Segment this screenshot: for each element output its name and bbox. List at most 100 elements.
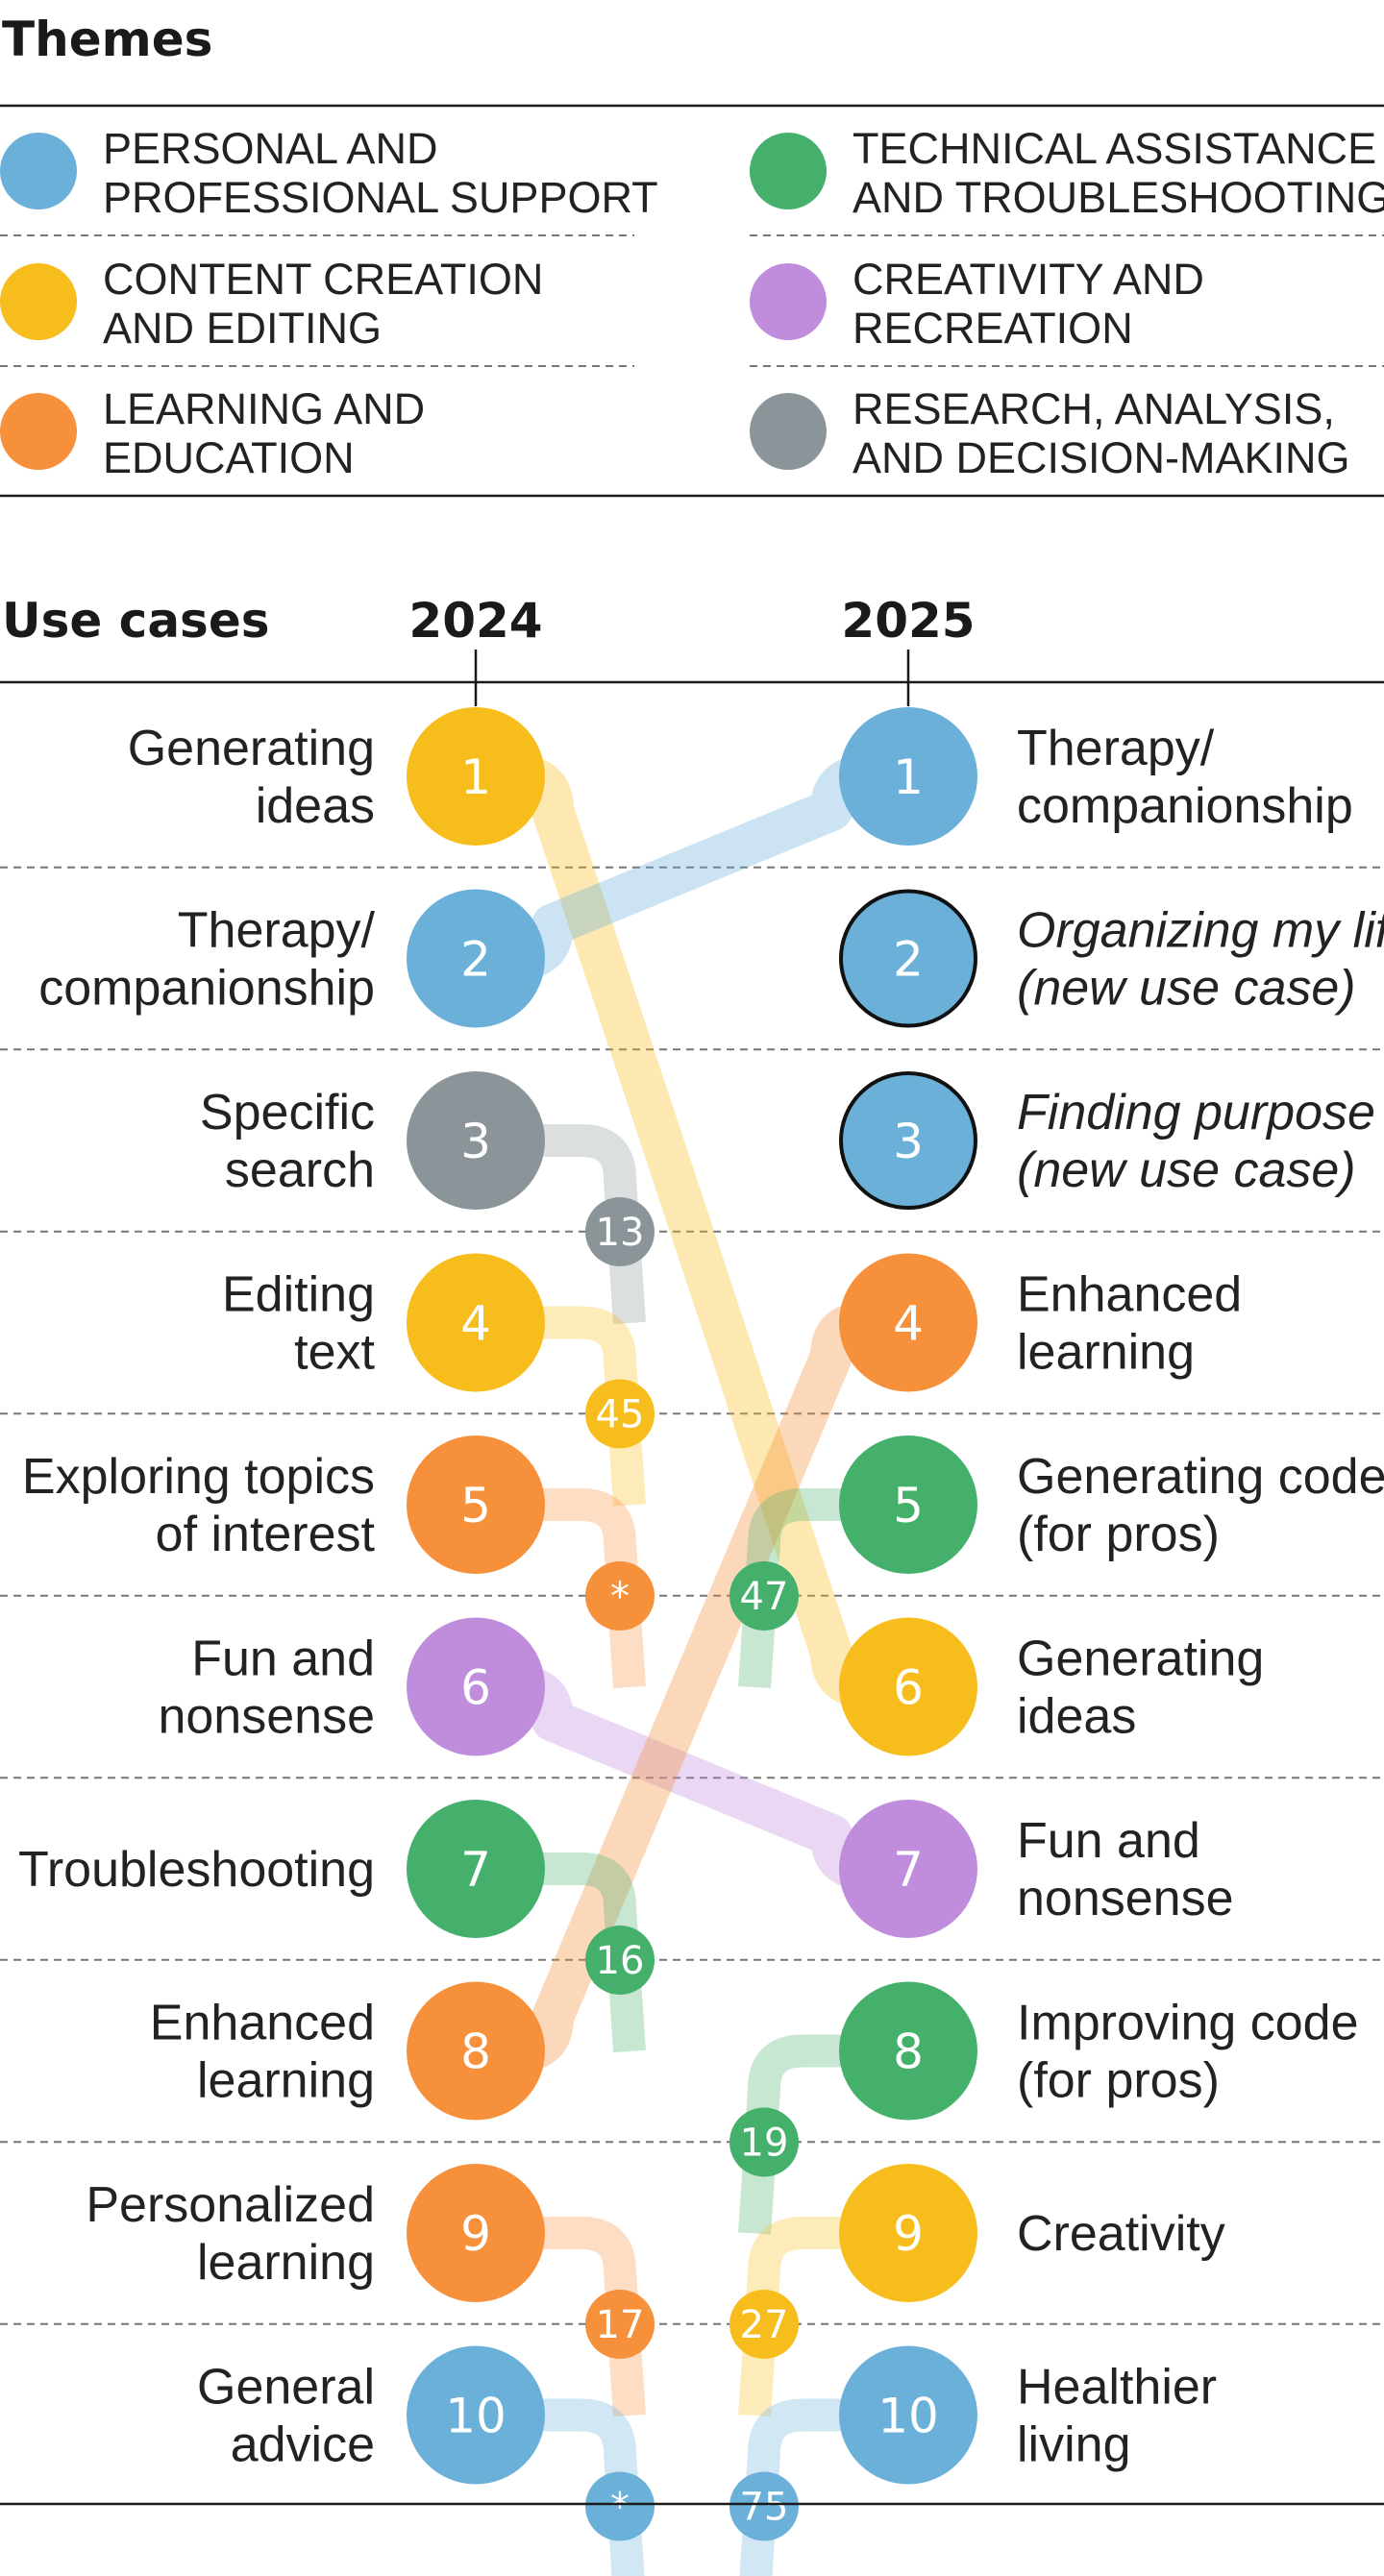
left-rank-circle: [407, 1071, 545, 1210]
off-chart-rank-value: 13: [596, 1211, 645, 1255]
left-rank-marker: 3: [407, 1071, 545, 1210]
left-use-case-label: learning: [197, 2235, 375, 2291]
left-rank-circle: [407, 1617, 545, 1756]
theme-swatch-icon: [750, 263, 827, 340]
off-chart-rank-marker: *: [585, 1561, 655, 1631]
legend-label: AND TROUBLESHOOTING: [853, 173, 1384, 222]
off-chart-rank-marker: 27: [729, 2290, 799, 2359]
left-rank-circle: [407, 1981, 545, 2121]
left-rank-marker: 10: [407, 2345, 545, 2485]
right-rank-marker: 4: [839, 1253, 977, 1392]
left-use-case-label: companionship: [38, 961, 375, 1017]
right-rank-marker: 6: [839, 1617, 977, 1756]
left-use-case-label: Enhanced: [150, 1996, 375, 2051]
off-chart-rank-circle: [585, 2290, 655, 2359]
off-chart-rank-circle: [729, 2471, 799, 2541]
left-rank-marker: 7: [407, 1800, 545, 1938]
left-use-case-label: Personalized: [86, 2177, 375, 2233]
dropped-flow-line: [476, 2398, 645, 2576]
left-use-case-label: search: [225, 1142, 375, 1198]
off-chart-rank-value: 45: [596, 1393, 645, 1437]
legend-label: RECREATION: [853, 304, 1133, 353]
legend-label: EDUCATION: [103, 433, 355, 482]
dropped-flow-line: [476, 1488, 646, 1689]
left-rank-number: 10: [445, 2389, 507, 2444]
left-use-case-label: nonsense: [158, 1689, 375, 1745]
use-case-labels: GeneratingideasTherapy/companionshipSpec…: [18, 721, 1384, 2473]
legend-label: CREATIVITY AND: [853, 255, 1204, 304]
right-rank-circle: [839, 2345, 977, 2485]
right-use-case-label: Generating code: [1017, 1449, 1384, 1505]
right-rank-number: 10: [877, 2389, 939, 2444]
right-rank-number: 3: [893, 1114, 924, 1169]
right-use-case-label: ideas: [1017, 1689, 1136, 1745]
right-use-case-label: (new use case): [1017, 1142, 1356, 1198]
left-rank-number: 3: [460, 1114, 491, 1169]
legend-label: CONTENT CREATION: [103, 255, 543, 304]
left-rank-circle: [407, 1435, 545, 1574]
right-rank-circle: [839, 707, 977, 846]
right-use-case-label: nonsense: [1017, 1871, 1234, 1926]
left-use-case-label: of interest: [156, 1507, 376, 1562]
left-use-case-label: text: [294, 1325, 375, 1381]
dropped-flow-line: [476, 1306, 646, 1507]
year-2024-label: 2024: [408, 593, 542, 649]
off-chart-rank-circle: [729, 2107, 799, 2177]
legend-label: AND EDITING: [103, 304, 382, 353]
left-use-case-label: General: [197, 2360, 375, 2416]
right-rank-marker: 7: [839, 1800, 977, 1938]
off-chart-rank-circle: [585, 1561, 655, 1631]
right-use-case-label: learning: [1017, 1325, 1195, 1381]
right-rank-marker: 9: [839, 2164, 977, 2302]
year-2025-label: 2025: [841, 593, 975, 649]
use-cases-title: Use cases: [2, 593, 270, 649]
left-rank-number: 6: [460, 1660, 491, 1716]
right-rank-number: 5: [893, 1478, 924, 1533]
off-chart-rank-value: *: [610, 2486, 630, 2530]
left-rank-number: 5: [460, 1478, 491, 1533]
off-chart-rank-value: *: [610, 1575, 630, 1619]
right-rank-circle: [839, 1435, 977, 1574]
left-rank-marker: 5: [407, 1435, 545, 1574]
right-rank-circle: [839, 1981, 977, 2121]
legend-item: RESEARCH, ANALYSIS,AND DECISION-MAKING: [750, 384, 1350, 482]
right-rank-marker: 1: [839, 707, 977, 846]
left-rank-number: 1: [460, 749, 491, 805]
left-use-case-label: advice: [231, 2417, 375, 2473]
off-chart-rank-marker: 13: [585, 1197, 655, 1266]
right-use-case-label: Improving code: [1017, 1996, 1359, 2051]
left-rank-circle: [407, 1253, 545, 1392]
theme-swatch-icon: [0, 133, 77, 209]
row-separators: [0, 866, 1384, 2325]
right-rank-number: 4: [893, 1296, 924, 1352]
left-rank-marker: 8: [407, 1981, 545, 2121]
right-use-case-label: Generating: [1017, 1631, 1264, 1687]
left-use-case-label: Editing: [222, 1267, 375, 1323]
left-use-case-label: Troubleshooting: [18, 1842, 375, 1898]
off-chart-rank-circle: [729, 2290, 799, 2359]
off-chart-rank-value: 16: [596, 1939, 645, 1983]
off-chart-rank-value: 75: [740, 2486, 789, 2530]
right-rank-circle: [839, 1800, 977, 1938]
right-rank-marker: 2: [839, 889, 977, 1028]
right-use-case-label: (for pros): [1017, 2053, 1220, 2109]
left-rank-number: 2: [460, 932, 491, 988]
left-rank-marker: 2: [407, 889, 545, 1028]
left-rank-number: 4: [460, 1296, 491, 1352]
left-use-case-label: Therapy/: [178, 903, 376, 959]
right-rank-circle: [839, 1071, 977, 1210]
right-rank-number: 1: [893, 749, 924, 805]
right-use-case-label: Fun and: [1017, 1813, 1200, 1869]
left-rank-marker: 1: [407, 707, 545, 846]
off-chart-rank-circle: [585, 1197, 655, 1266]
off-chart-rank-value: 47: [740, 1575, 789, 1619]
theme-swatch-icon: [750, 133, 827, 209]
left-use-case-label: Exploring topics: [22, 1449, 375, 1505]
right-use-case-label: Enhanced: [1017, 1267, 1242, 1323]
left-use-case-label: ideas: [256, 778, 375, 834]
off-chart-rank-value: 27: [740, 2303, 789, 2347]
off-chart-rank-value: 19: [740, 2122, 789, 2166]
